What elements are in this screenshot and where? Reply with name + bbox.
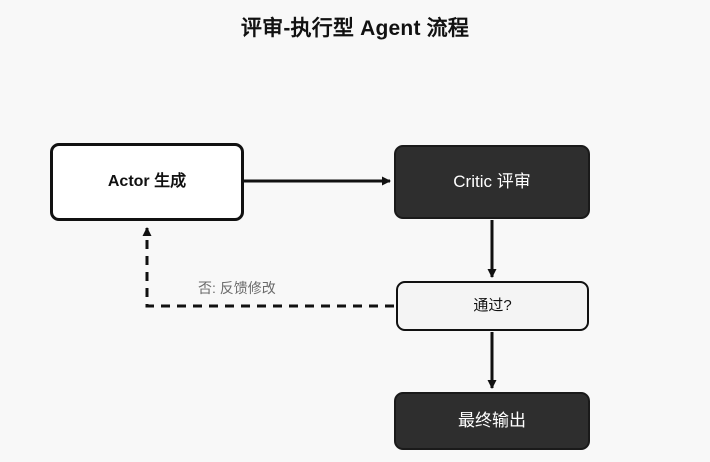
node-final-output[interactable]: 最终输出 <box>394 392 590 450</box>
node-critic-review-label: Critic 评审 <box>453 171 531 191</box>
page-title: 评审-执行型 Agent 流程 <box>240 17 470 40</box>
node-actor-generate[interactable]: Actor 生成 <box>50 143 244 221</box>
node-pass-decision[interactable]: 通过? <box>396 281 589 331</box>
node-pass-decision-label: 通过? <box>473 297 512 314</box>
node-final-output-label: 最终输出 <box>458 410 526 430</box>
edge-label-feedback: 否: 反馈修改 <box>198 280 276 296</box>
node-critic-review[interactable]: Critic 评审 <box>394 145 590 219</box>
node-actor-generate-label: Actor 生成 <box>107 173 187 191</box>
